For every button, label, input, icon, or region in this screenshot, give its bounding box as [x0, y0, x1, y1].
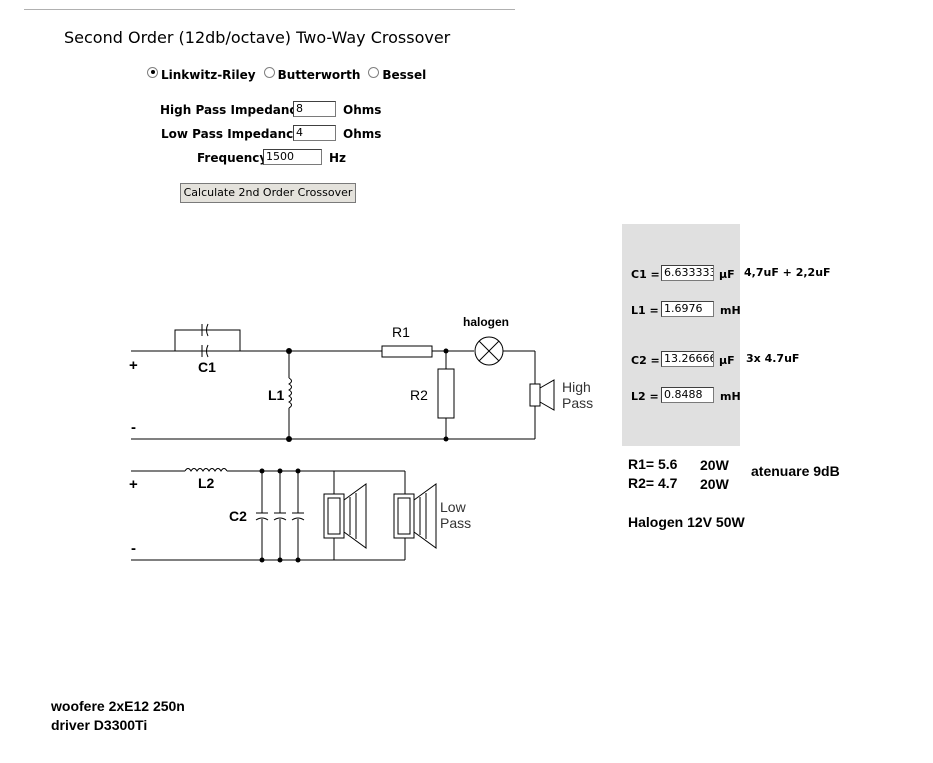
lp-minus-label: -	[131, 540, 136, 557]
woofer-speaker-icon	[323, 483, 437, 549]
l1-value-field[interactable]: 1.6976	[661, 301, 714, 317]
frequency-label: Frequency	[197, 151, 268, 165]
frequency-input[interactable]: 1500	[263, 149, 322, 165]
radio-bessel[interactable]: Bessel	[368, 66, 427, 82]
radio-label: Butterworth	[277, 68, 361, 82]
c2-schematic-label: C2	[229, 508, 247, 524]
low-pass-unit: Ohms	[343, 127, 382, 141]
low-pass-impedance-input[interactable]: 4	[293, 125, 336, 141]
radio-linkwitz-riley[interactable]: Linkwitz-Riley	[147, 66, 256, 82]
attenuation-note: atenuare 9dB	[751, 463, 840, 479]
filter-type-group: Linkwitz-Riley Butterworth Bessel	[147, 66, 432, 82]
l2-unit: mH	[720, 390, 741, 403]
hp-minus-label: -	[131, 419, 136, 436]
c1-unit: µF	[719, 268, 735, 281]
driver-note: driver D3300Ti	[51, 717, 148, 733]
halogen-note: Halogen 12V 50W	[628, 514, 745, 530]
page-title: Second Order (12db/octave) Two-Way Cross…	[64, 28, 451, 47]
l2-value-field[interactable]: 0.8488	[661, 387, 714, 403]
r1-schematic-label: R1	[392, 324, 410, 340]
lp-plus-label: +	[129, 476, 138, 493]
results-panel	[622, 224, 740, 446]
top-divider	[24, 9, 515, 10]
high-pass-speaker-label: High	[562, 379, 591, 395]
c1-value-field[interactable]: 6.633333	[661, 265, 714, 281]
r2-note: R2= 4.7	[628, 475, 678, 491]
woofer-note: woofere 2xE12 250n	[51, 698, 185, 714]
c1-schematic-label: C1	[198, 359, 216, 375]
low-pass-speaker-label-2: Pass	[440, 515, 471, 531]
high-pass-label: High Pass Impedance:	[160, 103, 310, 117]
radio-dot-icon[interactable]	[147, 66, 158, 78]
radio-dot-icon[interactable]	[368, 66, 380, 78]
calculate-button[interactable]: Calculate 2nd Order Crossover	[180, 183, 356, 203]
c2-value-field[interactable]: 13.26666	[661, 351, 714, 367]
frequency-unit: Hz	[329, 151, 347, 165]
r2-schematic-label: R2	[410, 387, 428, 403]
c2-note: 3x 4.7uF	[746, 352, 800, 365]
hp-plus-label: +	[129, 357, 138, 374]
l2-label: L2 =	[631, 390, 659, 403]
radio-label: Bessel	[382, 68, 427, 82]
c2-unit: µF	[719, 354, 735, 367]
r1-note: R1= 5.6	[628, 456, 678, 472]
l1-unit: mH	[720, 304, 741, 317]
radio-butterworth[interactable]: Butterworth	[263, 66, 361, 82]
c2-label: C2 =	[631, 354, 660, 367]
r2-power-note: 20W	[700, 476, 729, 492]
radio-dot-icon[interactable]	[263, 66, 275, 78]
halogen-schematic-label: halogen	[463, 315, 509, 329]
high-pass-speaker-label-2: Pass	[562, 395, 593, 411]
c1-note: 4,7uF + 2,2uF	[744, 266, 831, 279]
l1-label: L1 =	[631, 304, 659, 317]
high-pass-impedance-input[interactable]: 8	[293, 101, 336, 117]
high-pass-unit: Ohms	[343, 103, 382, 117]
c1-label: C1 =	[631, 268, 660, 281]
radio-label: Linkwitz-Riley	[161, 68, 256, 82]
low-pass-label: Low Pass Impedance:	[161, 127, 307, 141]
l1-schematic-label: L1	[268, 387, 285, 403]
low-pass-speaker-label: Low	[440, 499, 467, 515]
l2-schematic-label: L2	[198, 475, 215, 491]
r1-power-note: 20W	[700, 457, 729, 473]
